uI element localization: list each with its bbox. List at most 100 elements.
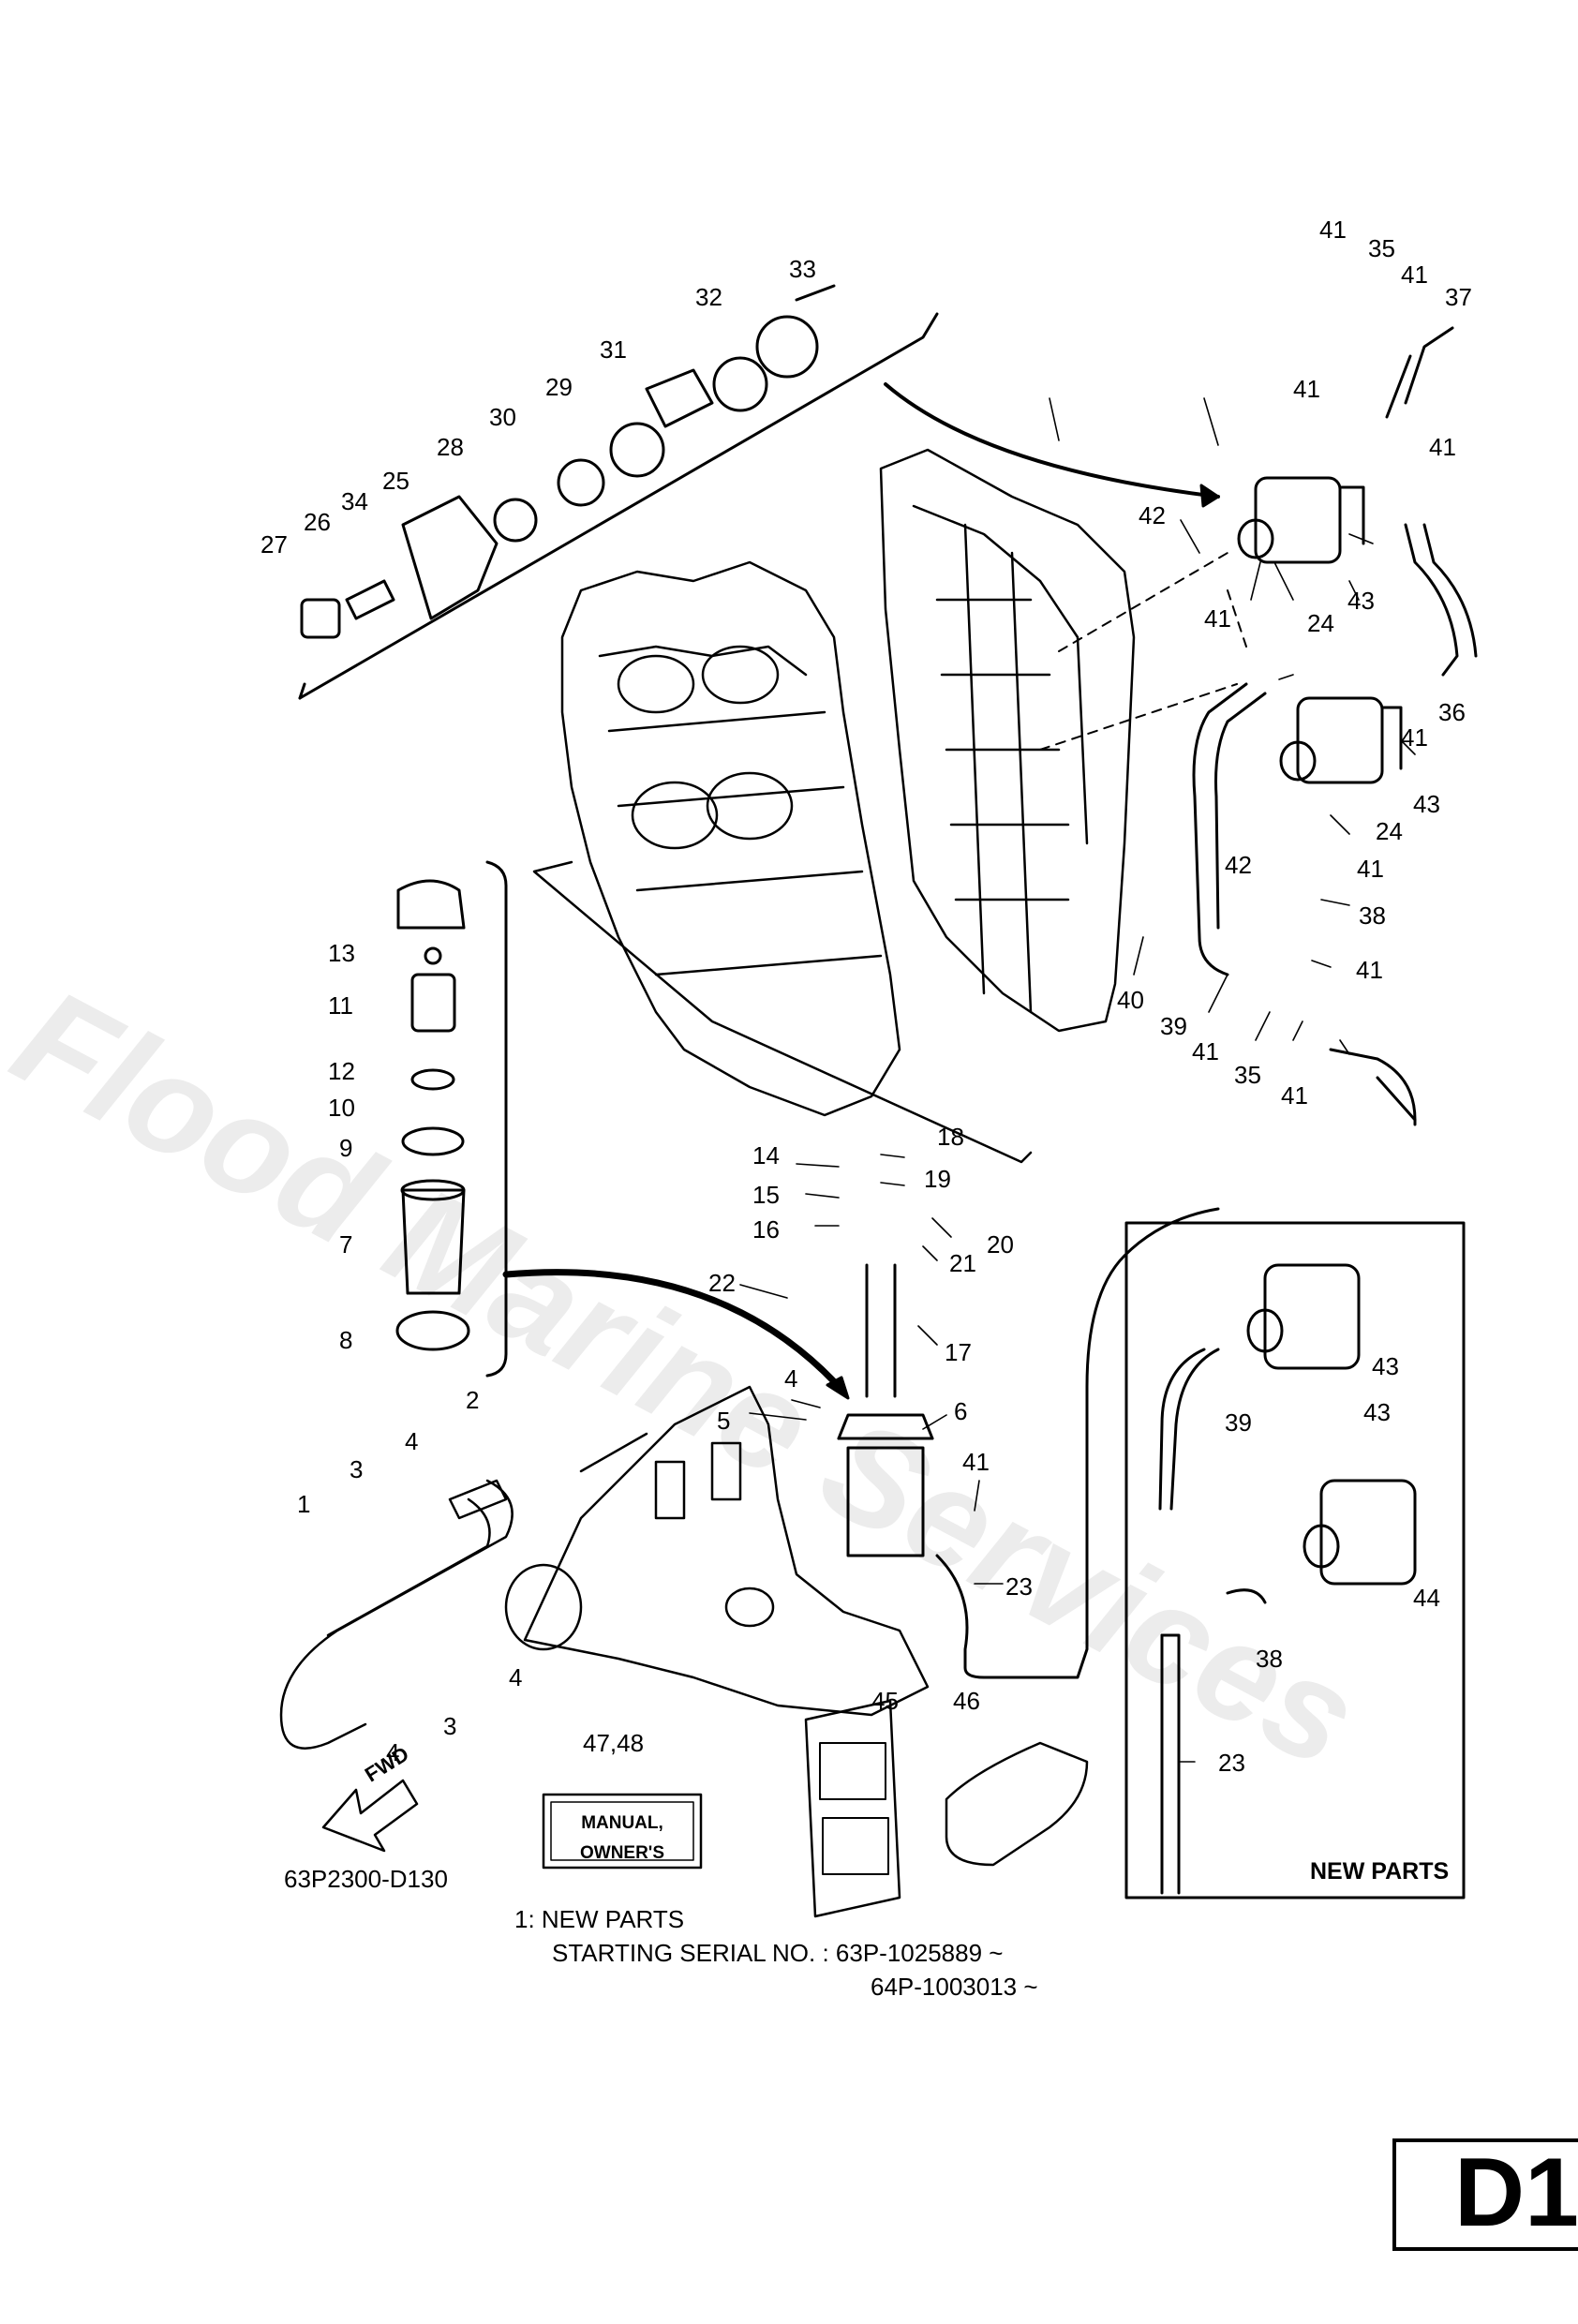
callout-4-b: 4	[405, 1427, 419, 1455]
page-code: D1	[1454, 2138, 1578, 2247]
callout-15: 15	[752, 1181, 780, 1209]
callout-24-a: 24	[1307, 609, 1334, 637]
callout-16: 16	[752, 1215, 780, 1244]
pump-internals	[300, 284, 836, 639]
leader-arrow-upper	[884, 382, 1220, 499]
fuel-hose-left	[279, 1479, 514, 1750]
callout-41-g: 41	[1357, 855, 1384, 883]
callout-23-b: 23	[1218, 1749, 1245, 1777]
callout-19: 19	[924, 1165, 951, 1193]
callout-8: 8	[339, 1326, 353, 1354]
callout-40: 40	[1117, 986, 1144, 1014]
note-line-3: 64P-1003013 ~	[871, 1973, 1038, 2001]
leader-arrow-filter	[502, 1269, 847, 1395]
note-line-1: 1: NEW PARTS	[514, 1905, 685, 1933]
callout-25: 25	[382, 467, 409, 495]
notes: 1: NEW PARTS STARTING SERIAL NO. : 63P-1…	[514, 1902, 1038, 2004]
callout-43-d: 43	[1363, 1398, 1391, 1426]
callout-17: 17	[945, 1338, 972, 1366]
callout-42-a: 42	[1139, 501, 1166, 529]
callout-4-a: 4	[784, 1364, 798, 1393]
callout-41-e: 41	[1204, 604, 1231, 633]
callout-3-b: 3	[443, 1712, 457, 1740]
callout-30: 30	[489, 403, 516, 431]
callout-47-48: 47,48	[583, 1729, 645, 1757]
callout-39-a: 39	[1160, 1012, 1187, 1040]
owners-manual-icon	[542, 1793, 703, 1870]
upper-group-bracket	[298, 312, 939, 700]
callout-2: 2	[466, 1386, 480, 1414]
callout-36: 36	[1438, 698, 1466, 726]
hose-23	[935, 1048, 1417, 1679]
callout-13: 13	[328, 939, 355, 967]
callout-1: 1	[297, 1490, 311, 1518]
callout-43-a: 43	[1347, 587, 1375, 615]
engine-block	[532, 560, 1033, 1164]
note-line-2: STARTING SERIAL NO. : 63P-1025889 ~	[552, 1939, 1004, 1967]
fuel-pump-lower	[1279, 696, 1403, 784]
callout-31: 31	[600, 335, 627, 364]
callout-3-a: 3	[350, 1455, 364, 1483]
new-parts-label: NEW PARTS	[1310, 1858, 1450, 1885]
filter-group-bracket	[485, 860, 508, 1378]
callout-43-c: 43	[1372, 1352, 1399, 1380]
callout-12: 12	[328, 1057, 355, 1085]
callout-41-f: 41	[1401, 723, 1428, 752]
callout-9: 9	[339, 1134, 353, 1162]
owners-manual-label: MANUAL, OWNER'S	[579, 1813, 665, 1863]
callout-41-k: 41	[962, 1448, 990, 1476]
callout-41-i: 41	[1192, 1037, 1219, 1065]
callout-22: 22	[708, 1269, 736, 1297]
new-parts-box	[1124, 1221, 1466, 1899]
callout-14: 14	[752, 1141, 780, 1169]
callout-33: 33	[789, 255, 816, 283]
cylinder-head-cover	[879, 448, 1136, 1033]
callout-46: 46	[953, 1687, 980, 1715]
callout-43-b: 43	[1413, 790, 1440, 818]
callout-42-b: 42	[1225, 851, 1252, 879]
fuel-filter-stack	[395, 879, 470, 1351]
callout-35-a: 35	[1368, 234, 1395, 262]
page-code-box	[1392, 2138, 1578, 2251]
callout-38-b: 38	[1256, 1645, 1283, 1673]
callout-11: 11	[328, 991, 353, 1020]
callout-6: 6	[954, 1397, 968, 1425]
drawing-code: 63P2300-D130	[284, 1865, 448, 1893]
callout-27: 27	[261, 530, 288, 559]
callout-21: 21	[949, 1249, 976, 1277]
callout-41-c: 41	[1293, 375, 1320, 403]
fuel-filter-bowl	[837, 1263, 934, 1557]
callout-34: 34	[341, 487, 368, 515]
callout-41-d: 41	[1429, 433, 1456, 461]
callout-23-a: 23	[1005, 1572, 1033, 1601]
callout-7: 7	[339, 1230, 353, 1259]
callout-26: 26	[304, 508, 331, 536]
callout-32: 32	[695, 283, 722, 311]
callout-5: 5	[717, 1407, 731, 1435]
callout-24-b: 24	[1376, 817, 1403, 845]
callout-35-b: 35	[1234, 1061, 1261, 1089]
callout-18: 18	[937, 1123, 964, 1151]
fuel-pump-upper	[1237, 476, 1365, 564]
fwd-arrow	[321, 1779, 419, 1853]
bottom-cowling	[504, 1385, 930, 1717]
callout-10: 10	[328, 1094, 355, 1122]
callout-44: 44	[1413, 1584, 1440, 1612]
callout-29: 29	[545, 373, 573, 401]
tag-45-icon	[804, 1699, 901, 1918]
callout-41-h: 41	[1356, 956, 1383, 984]
callout-37: 37	[1445, 283, 1472, 311]
callout-41-a: 41	[1319, 216, 1347, 244]
callout-41-b: 41	[1401, 261, 1428, 289]
callout-39-b: 39	[1225, 1408, 1252, 1437]
callout-28: 28	[437, 433, 464, 461]
callout-20: 20	[987, 1230, 1014, 1259]
callout-38-a: 38	[1359, 901, 1386, 930]
bag-46-icon	[945, 1741, 1089, 1867]
new-parts-pumps	[1158, 1263, 1417, 1895]
callout-45: 45	[871, 1687, 899, 1715]
callout-4-c: 4	[509, 1663, 523, 1691]
callout-41-j: 41	[1281, 1081, 1308, 1110]
